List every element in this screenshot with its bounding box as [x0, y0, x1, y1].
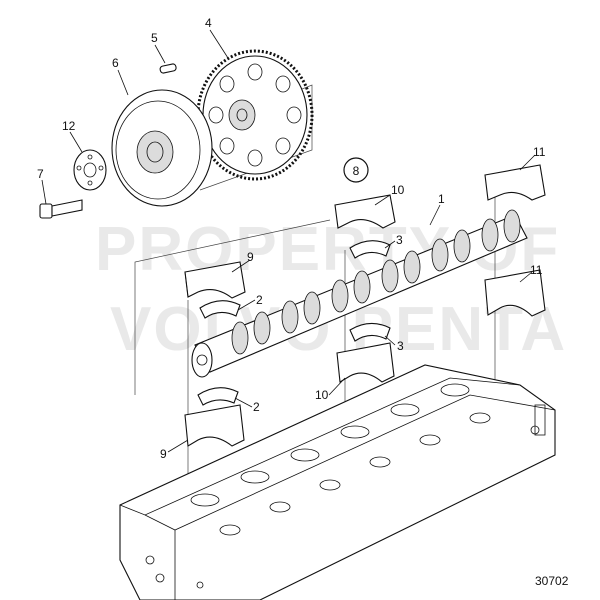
- assembly-line-left: [134, 219, 331, 395]
- callout-11-upper: 11: [533, 145, 546, 159]
- bearing-cap-10-upper: [334, 194, 396, 229]
- dowel-pin: [159, 63, 177, 74]
- camshaft-lobes: [231, 209, 521, 355]
- bearing-shell-3-upper: [349, 240, 391, 259]
- callout-1: 1: [438, 192, 445, 206]
- timing-gear: [196, 49, 314, 181]
- callout-4: 4: [205, 16, 212, 30]
- bolt: [39, 199, 83, 219]
- leader-lines: [41, 29, 536, 453]
- cylinder-head-body: [119, 364, 556, 600]
- bearing-cap-9-upper: [184, 261, 246, 299]
- camshaft-front-flange: [191, 342, 213, 378]
- callout-9-upper: 9: [247, 250, 254, 264]
- cylinder-head-rail: [144, 394, 556, 531]
- washer-plate: [73, 149, 107, 191]
- callout-2-lower: 2: [253, 400, 260, 414]
- cylinder-head-top-edge: [119, 377, 521, 516]
- cylinder-head: [119, 364, 556, 600]
- camshaft-center-bore: [196, 354, 208, 366]
- circled-reference: 8: [343, 157, 369, 183]
- bearing-shell-2-lower: [197, 387, 239, 406]
- callout-10-upper: 10: [391, 183, 405, 197]
- bearing-cap-11-lower: [484, 269, 546, 317]
- callout-9-lower: 9: [160, 447, 167, 461]
- cylinder-head-pockets: [145, 383, 546, 589]
- timing-gear-holes: [208, 63, 302, 167]
- bearing-shell-3-lower: [349, 322, 391, 342]
- bearing-cap-10-lower: [336, 342, 395, 383]
- vibration-damper: [111, 89, 213, 207]
- callout-2-upper: 2: [256, 293, 263, 307]
- callout-5: 5: [151, 31, 158, 45]
- camshaft: [191, 209, 528, 378]
- callout-11-lower: 11: [530, 263, 543, 277]
- callout-labels: 1 2 2 3 3 4 5 6 7 9 9 10 10 11 11 12: [37, 16, 546, 461]
- timing-gear-hub: [228, 99, 256, 131]
- damper-hub: [136, 130, 174, 174]
- callout-3-lower: 3: [397, 339, 404, 353]
- drawing-number: 30702: [535, 574, 569, 588]
- callout-3-upper: 3: [396, 233, 403, 247]
- bearing-cap-11-upper: [484, 164, 546, 201]
- callout-6: 6: [112, 56, 119, 70]
- bearing-cap-9-lower: [184, 404, 245, 447]
- callout-7: 7: [37, 167, 44, 181]
- circled-reference-label: 8: [353, 164, 360, 178]
- bearing-shell-2-upper: [199, 300, 241, 319]
- callout-10-lower: 10: [315, 388, 329, 402]
- callout-12: 12: [62, 119, 76, 133]
